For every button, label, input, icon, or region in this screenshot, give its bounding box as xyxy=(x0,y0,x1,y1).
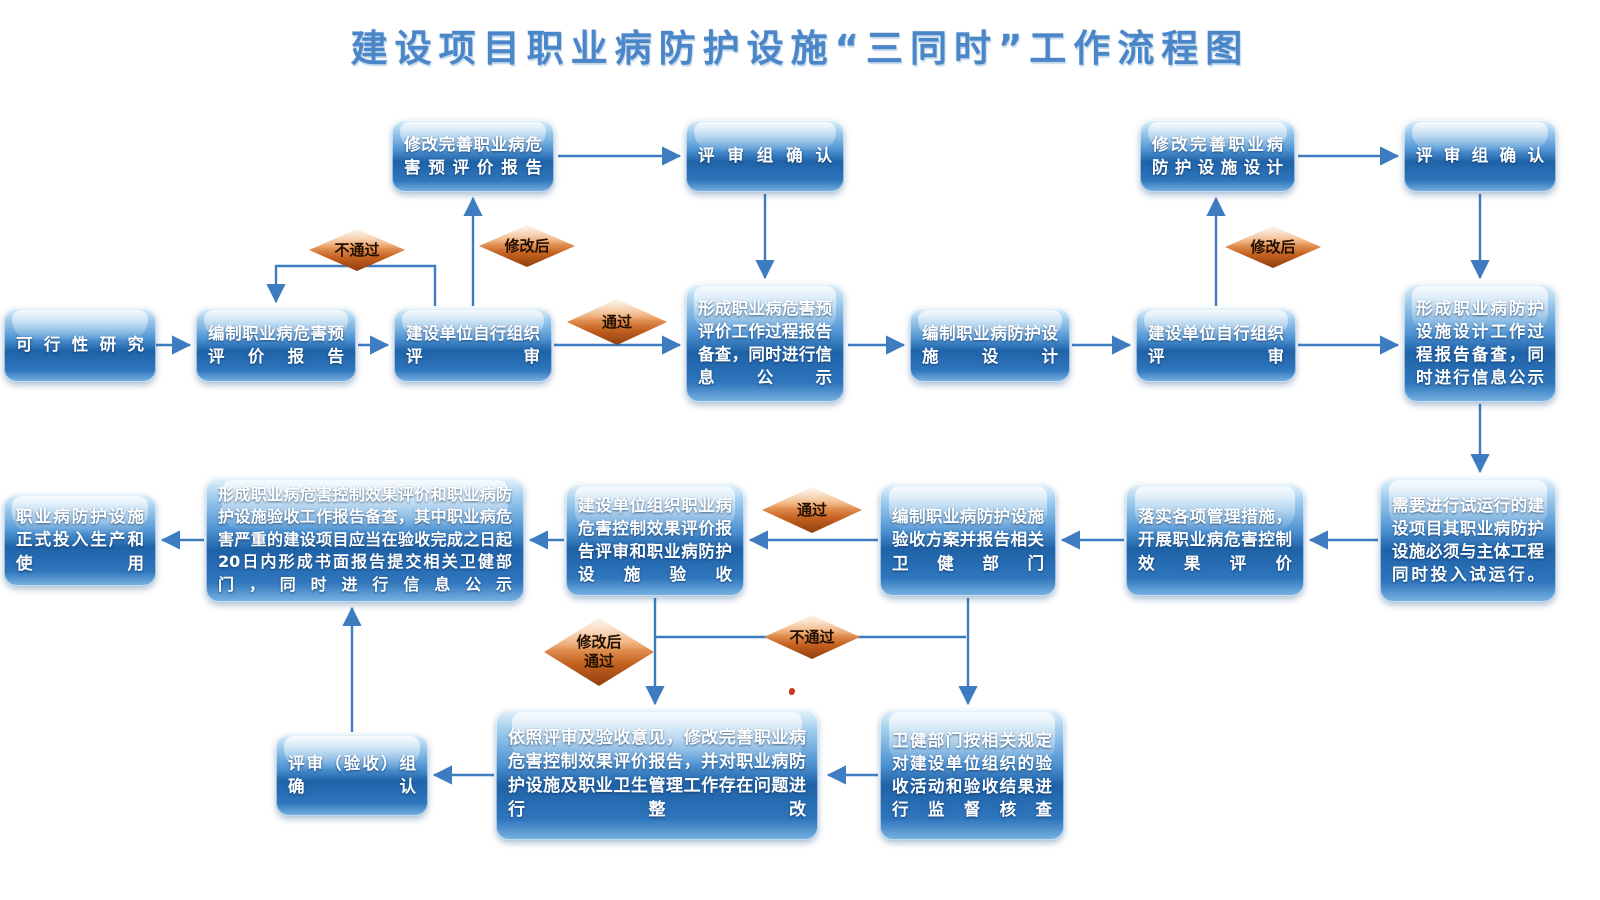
decision-label: 不通过 xyxy=(789,627,835,646)
node-label: 编制职业病危害预评价报告 xyxy=(208,323,344,366)
node-org-eval-review-acceptance: 建设单位组织职业病危害控制效果评价报告评审和职业病防护设施验收 xyxy=(566,484,744,596)
node-label: 编制职业病防护设施设计 xyxy=(922,323,1058,366)
node-review-group-confirm-2: 评审组确认 xyxy=(1404,120,1556,192)
node-pre-eval-report-filing: 形成职业病危害预评价工作过程报告备查，同时进行信息公示 xyxy=(686,284,844,402)
node-label: 修改完善职业病防护设施设计 xyxy=(1152,134,1283,177)
node-label: 修改完善职业病危害预评价报告 xyxy=(404,134,542,177)
node-feasibility-study: 可行性研究 xyxy=(4,308,156,382)
stray-red-dot xyxy=(789,688,795,695)
node-design-protection-facilities: 编制职业病防护设施设计 xyxy=(910,308,1070,382)
node-label: 形成职业病危害控制效果评价和职业病防护设施验收工作报告备查，其中职业病危害严重的… xyxy=(218,485,512,594)
node-design-report-filing: 形成职业病防护设施设计工作过程报告备查，同时进行信息公示 xyxy=(1404,284,1556,402)
node-revise-pre-eval-report: 修改完善职业病危害预评价报告 xyxy=(392,120,554,192)
node-label: 落实各项管理措施，开展职业病危害控制效果评价 xyxy=(1138,507,1292,573)
node-label: 可行性研究 xyxy=(16,335,144,355)
node-label: 形成职业病危害预评价工作过程报告备查，同时进行信息公示 xyxy=(698,298,832,388)
node-label: 评审（验收）组确认 xyxy=(288,753,416,796)
node-prepare-pre-eval-report: 编制职业病危害预评价报告 xyxy=(196,308,356,382)
node-revise-facility-design: 修改完善职业病防护设施设计 xyxy=(1140,120,1295,192)
node-label: 职业病防护设施正式投入生产和使用 xyxy=(16,507,144,573)
arrow-not-passed-loop-1 xyxy=(266,264,437,306)
page-title: 建设项目职业病防护设施“三同时”工作流程图 xyxy=(350,27,1250,70)
node-label: 评审组确认 xyxy=(698,146,832,166)
decision-label: 修改后 通过 xyxy=(576,633,622,670)
node-label: 建设单位自行组织评审 xyxy=(1148,323,1284,366)
node-label: 建设单位组织职业病危害控制效果评价报告评审和职业病防护设施验收 xyxy=(578,495,732,585)
node-label: 形成职业病防护设施设计工作过程报告备查，同时进行信息公示 xyxy=(1416,298,1544,388)
node-health-dept-supervision: 卫健部门按相关规定对建设单位组织的验收活动和验收结果进行监督核查 xyxy=(880,710,1064,840)
decision-label: 修改后 xyxy=(1250,237,1296,256)
node-self-organized-review-2: 建设单位自行组织评审 xyxy=(1136,308,1296,382)
node-review-acceptance-group-confirm: 评审（验收）组确认 xyxy=(276,734,428,816)
decision-label: 通过 xyxy=(796,500,827,519)
node-rectify-issues: 依照评审及验收意见，修改完善职业病危害控制效果评价报告，并对职业病防护设施及职业… xyxy=(496,710,818,840)
node-formal-operation: 职业病防护设施正式投入生产和使用 xyxy=(4,494,156,586)
node-label: 编制职业病防护设施验收方案并报告相关卫健部门 xyxy=(892,507,1044,573)
node-label: 建设单位自行组织评审 xyxy=(406,323,540,366)
node-label: 依照评审及验收意见，修改完善职业病危害控制效果评价报告，并对职业病防护设施及职业… xyxy=(508,728,806,820)
node-self-organized-review-1: 建设单位自行组织评审 xyxy=(394,308,552,382)
decision-label: 不通过 xyxy=(334,240,380,259)
decision-label: 修改后 xyxy=(504,236,550,255)
node-acceptance-plan: 编制职业病防护设施验收方案并报告相关卫健部门 xyxy=(880,484,1056,596)
node-label: 需要进行试运行的建设项目其职业病防护设施必须与主体工程同时投入试运行。 xyxy=(1392,495,1544,585)
node-label: 卫健部门按相关规定对建设单位组织的验收活动和验收结果进行监督核查 xyxy=(892,730,1052,820)
decision-label: 通过 xyxy=(601,312,632,331)
node-trial-operation: 需要进行试运行的建设项目其职业病防护设施必须与主体工程同时投入试运行。 xyxy=(1380,478,1556,602)
node-review-group-confirm-1: 评审组确认 xyxy=(686,120,844,192)
node-label: 评审组确认 xyxy=(1416,146,1544,166)
node-implement-management: 落实各项管理措施，开展职业病危害控制效果评价 xyxy=(1126,484,1304,596)
node-effect-eval-report-filing: 形成职业病危害控制效果评价和职业病防护设施验收工作报告备查，其中职业病危害严重的… xyxy=(206,478,524,602)
